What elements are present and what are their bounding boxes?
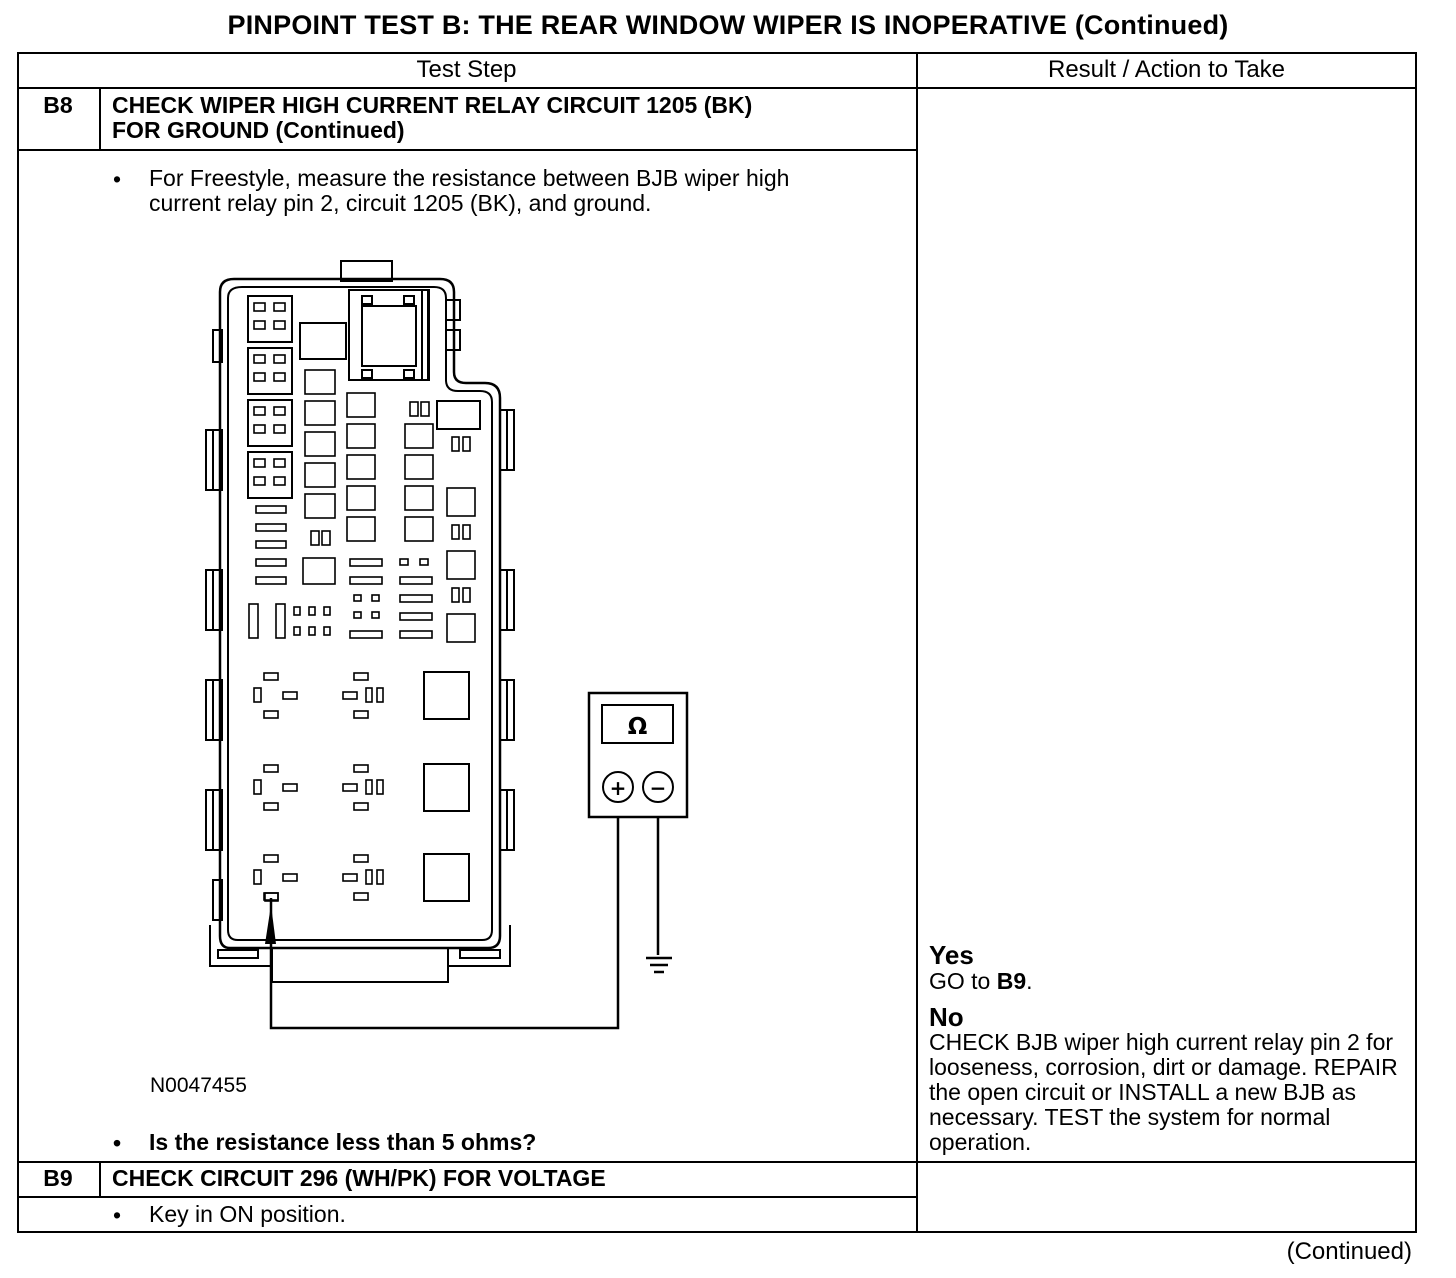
header-rule (17, 87, 1417, 89)
header-test-step: Test Step (416, 56, 517, 83)
pinpoint-table (17, 52, 1417, 1233)
b9-heading: CHECK CIRCUIT 296 (WH/PK) FOR VOLTAGE (112, 1165, 606, 1191)
b9-bullet1: Key in ON position. (149, 1201, 346, 1227)
header-result-action: Result / Action to Take (1047, 56, 1286, 83)
page-title: PINPOINT TEST B: THE REAR WINDOW WIPER I… (227, 10, 1229, 40)
b9-id-divider (99, 1161, 101, 1197)
b9-row-rule (17, 1161, 1417, 1163)
no-action: CHECK BJB wiper high current relay pin 2… (929, 1029, 1398, 1155)
b8-heading-rule (17, 149, 918, 151)
figure-id: N0047455 (150, 1074, 247, 1097)
b8-heading-line1: CHECK WIPER HIGH CURRENT RELAY CIRCUIT 1… (112, 92, 753, 118)
column-divider (916, 52, 918, 1233)
yes-label: Yes (929, 940, 974, 970)
bullet-glyph: • (113, 166, 122, 192)
meter-plus-terminal: + (610, 776, 627, 800)
b8-question: Is the resistance less than 5 ohms? (149, 1129, 537, 1155)
meter-minus-terminal: − (650, 776, 667, 800)
b8-bullet1-line2: current relay pin 2, circuit 1205 (BK), … (149, 190, 652, 216)
yes-action: GO to B9. (929, 968, 1033, 994)
no-label: No (929, 1002, 964, 1032)
b8-id-divider (99, 87, 101, 150)
step-id-b9: B9 (43, 1165, 73, 1191)
step-id-b8: B8 (43, 92, 73, 118)
b8-heading-line2: FOR GROUND (Continued) (112, 117, 405, 143)
ohm-symbol: Ω (628, 714, 648, 740)
yes-target-step[interactable]: B9 (996, 968, 1027, 994)
b9-heading-rule (17, 1196, 918, 1198)
bullet-glyph: • (113, 1202, 122, 1228)
bullet-glyph: • (113, 1130, 122, 1156)
continued-note: (Continued) (1286, 1238, 1412, 1265)
b8-bullet1-line1: For Freestyle, measure the resistance be… (149, 165, 790, 191)
